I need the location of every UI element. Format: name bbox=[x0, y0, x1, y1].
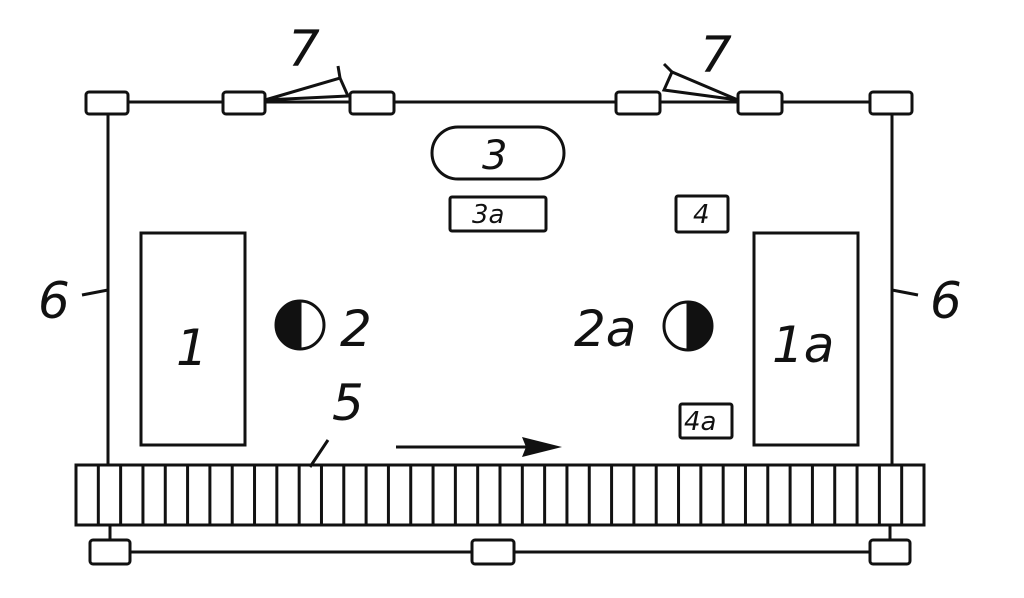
boom-right-pin bbox=[662, 62, 674, 74]
conveyor-slats bbox=[96, 465, 904, 525]
label-6-right: 6 bbox=[930, 272, 962, 330]
rail-block bbox=[84, 90, 130, 116]
label-3a: 3a bbox=[472, 200, 504, 230]
leader-5 bbox=[308, 439, 330, 468]
label-6-left: 6 bbox=[38, 272, 70, 330]
boom-right bbox=[661, 70, 739, 102]
unit-1a bbox=[752, 231, 860, 447]
unit-3 bbox=[430, 125, 566, 181]
label-1a: 1a bbox=[772, 316, 834, 374]
rail-block bbox=[470, 538, 516, 566]
label-7-left: 7 bbox=[288, 20, 320, 78]
rail-block bbox=[88, 538, 132, 566]
unit-1 bbox=[139, 231, 247, 447]
unit-2-fill bbox=[276, 301, 300, 349]
label-2a: 2a bbox=[574, 300, 636, 358]
rail-block bbox=[868, 538, 912, 566]
unit-3a bbox=[448, 195, 548, 233]
boom-left-pin bbox=[336, 65, 342, 79]
boom-left bbox=[264, 76, 351, 102]
label-7-right: 7 bbox=[700, 26, 732, 84]
direction-arrow-head bbox=[522, 437, 562, 457]
rail-block bbox=[736, 90, 784, 116]
label-1: 1 bbox=[176, 319, 208, 377]
unit-4 bbox=[674, 194, 730, 234]
leader-6-right bbox=[891, 288, 919, 297]
label-2: 2 bbox=[340, 300, 372, 358]
rail-block bbox=[614, 90, 662, 116]
label-4a: 4a bbox=[684, 407, 716, 437]
label-4: 4 bbox=[693, 200, 710, 230]
unit-2a-fill bbox=[688, 302, 712, 350]
rail-block bbox=[348, 90, 396, 116]
label-3: 3 bbox=[482, 133, 507, 179]
leader-6-left bbox=[81, 288, 109, 297]
rail-block bbox=[221, 90, 267, 116]
rail-block bbox=[868, 90, 914, 116]
label-5: 5 bbox=[332, 374, 364, 432]
unit-4a bbox=[678, 402, 734, 440]
